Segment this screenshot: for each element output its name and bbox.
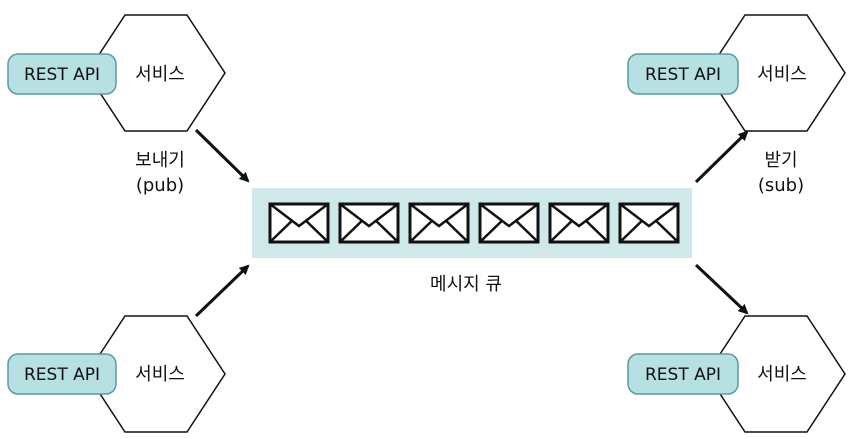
envelope-icon [408,202,470,244]
rest-api-badge [627,353,739,395]
send-label-line1: 보내기 [135,150,185,171]
queue-label: 메시지 큐 [430,274,502,295]
queue-messages [268,202,680,244]
service-label: 서비스 [757,364,807,385]
rest-api-label: REST API [645,65,721,85]
service-top-right: REST API 서비스 [627,14,846,132]
service-label: 서비스 [757,64,807,85]
envelope-icon [478,202,540,244]
send-label-line2: (pub) [136,175,184,196]
service-label: 서비스 [135,64,185,85]
envelope-icon [618,202,680,244]
receive-label-line1: 받기 [764,150,797,171]
rest-api-badge [7,53,117,95]
envelope-icon [338,202,400,244]
service-bottom-left: REST API 서비스 [7,315,226,433]
rest-api-badge [7,353,117,395]
rest-api-label: REST API [24,65,100,85]
envelope-icon [268,202,330,244]
message-queue: 메시지 큐 [252,188,692,295]
service-bottom-right: REST API 서비스 [627,315,846,433]
subscribe-arrow-top [694,130,749,184]
rest-api-badge [627,53,739,95]
service-top-left: REST API 서비스 [7,14,226,132]
receive-label-line2: (sub) [758,175,804,196]
envelope-icon [548,202,610,244]
rest-api-label: REST API [645,365,721,385]
publish-arrow-bottom [194,264,250,318]
subscribe-arrow-bottom [694,263,749,315]
service-label: 서비스 [135,364,185,385]
rest-api-label: REST API [24,365,100,385]
publish-arrow-top [194,128,250,183]
